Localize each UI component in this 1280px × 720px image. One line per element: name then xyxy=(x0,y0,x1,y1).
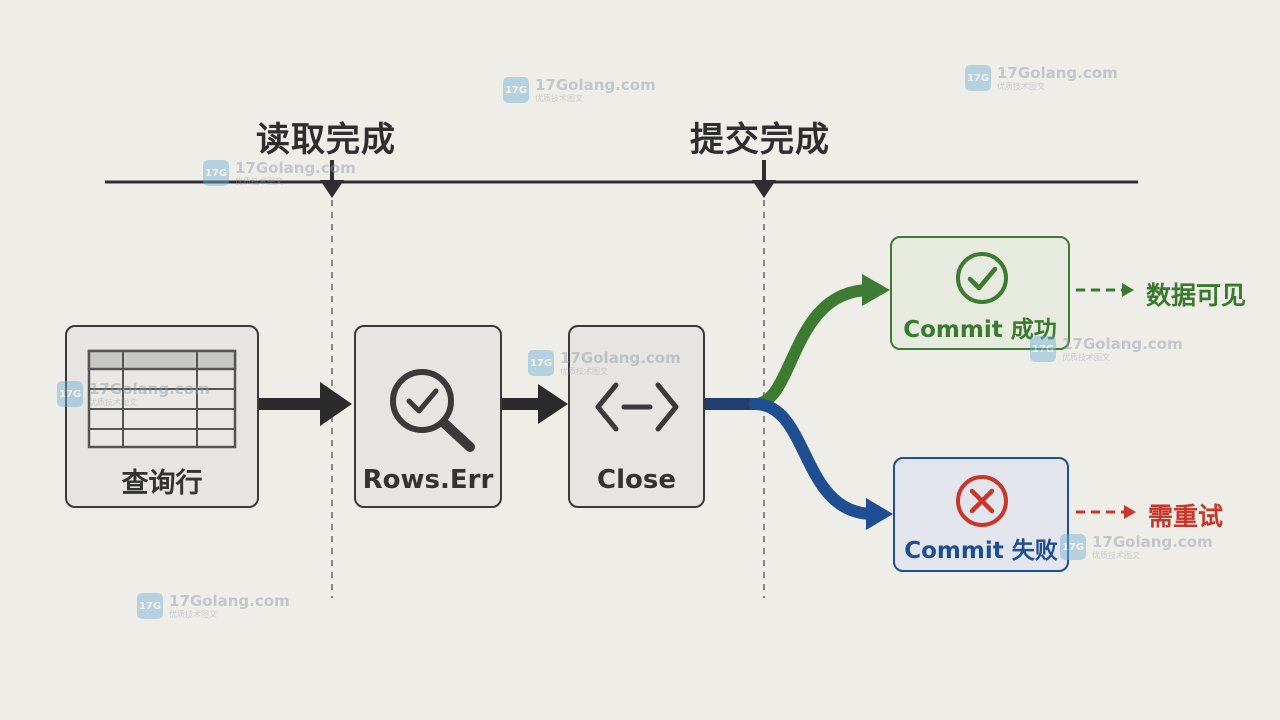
watermark-logo-icon: 17G xyxy=(1060,534,1086,560)
rows-err-node: Rows.Err xyxy=(354,325,502,508)
retry-dashed-arrow xyxy=(1076,505,1136,519)
code-brackets-icon xyxy=(595,382,679,432)
watermark-site: 17Golang.com xyxy=(1092,532,1213,551)
watermark-site: 17Golang.com xyxy=(535,75,656,94)
phase-label-commit-done: 提交完成 xyxy=(690,120,830,160)
table-icon xyxy=(87,349,237,449)
phase-label-read-done: 读取完成 xyxy=(256,120,396,160)
arrow-rowserr-to-close xyxy=(502,384,568,424)
watermark-sub: 优质技术图文 xyxy=(1062,352,1110,362)
watermark-logo-icon: 17G xyxy=(137,593,163,619)
failure-branch-arrow xyxy=(749,398,893,530)
close-label: Close xyxy=(597,465,676,495)
watermark-sub: 优质技术图文 xyxy=(169,609,217,619)
watermark-sub: 优质技术图文 xyxy=(535,93,583,103)
watermark-site: 17Golang.com xyxy=(235,158,356,177)
watermark-sub: 优质技术图文 xyxy=(560,366,608,376)
outcome-needs-retry: 需重试 xyxy=(1148,502,1224,531)
watermark-site: 17Golang.com xyxy=(1062,334,1183,353)
arrow-query-to-rowserr xyxy=(259,382,352,426)
commit-success-label: Commit 成功 xyxy=(903,317,1057,343)
query-rows-label: 查询行 xyxy=(121,468,203,499)
watermark-logo-icon: 17G xyxy=(1030,336,1056,362)
watermark-site: 17Golang.com xyxy=(169,591,290,610)
query-rows-node: 查询行 xyxy=(65,325,259,508)
watermark-logo-icon: 17G xyxy=(528,350,554,376)
x-circle-icon xyxy=(956,475,1008,527)
watermark-logo-icon: 17G xyxy=(503,77,529,103)
outcome-data-visible: 数据可见 xyxy=(1146,281,1247,310)
visible-dashed-arrow xyxy=(1076,283,1134,297)
watermark-logo-icon: 17G xyxy=(965,65,991,91)
commit-fail-label: Commit 失败 xyxy=(904,538,1058,564)
watermark-sub: 优质技术图文 xyxy=(1092,550,1140,560)
read-done-marker xyxy=(320,160,344,598)
check-circle-icon xyxy=(956,252,1008,304)
success-branch-arrow xyxy=(749,274,890,410)
watermark-sub: 优质技术图文 xyxy=(997,81,1045,91)
rows-err-label: Rows.Err xyxy=(362,465,494,495)
watermark-site: 17Golang.com xyxy=(997,63,1118,82)
watermark-logo-icon: 17G xyxy=(203,160,229,186)
watermark-sub: 优质技术图文 xyxy=(89,397,137,407)
watermark-sub: 优质技术图文 xyxy=(235,176,283,186)
close-node: Close xyxy=(568,325,705,508)
commit-fail-node: Commit 失败 xyxy=(893,457,1069,572)
watermark-logo-icon: 17G xyxy=(57,381,83,407)
watermark-site: 17Golang.com xyxy=(89,379,210,398)
magnifier-check-icon xyxy=(390,369,475,452)
watermark-site: 17Golang.com xyxy=(560,348,681,367)
commit-success-node: Commit 成功 xyxy=(890,236,1070,350)
commit-done-marker xyxy=(752,160,776,598)
